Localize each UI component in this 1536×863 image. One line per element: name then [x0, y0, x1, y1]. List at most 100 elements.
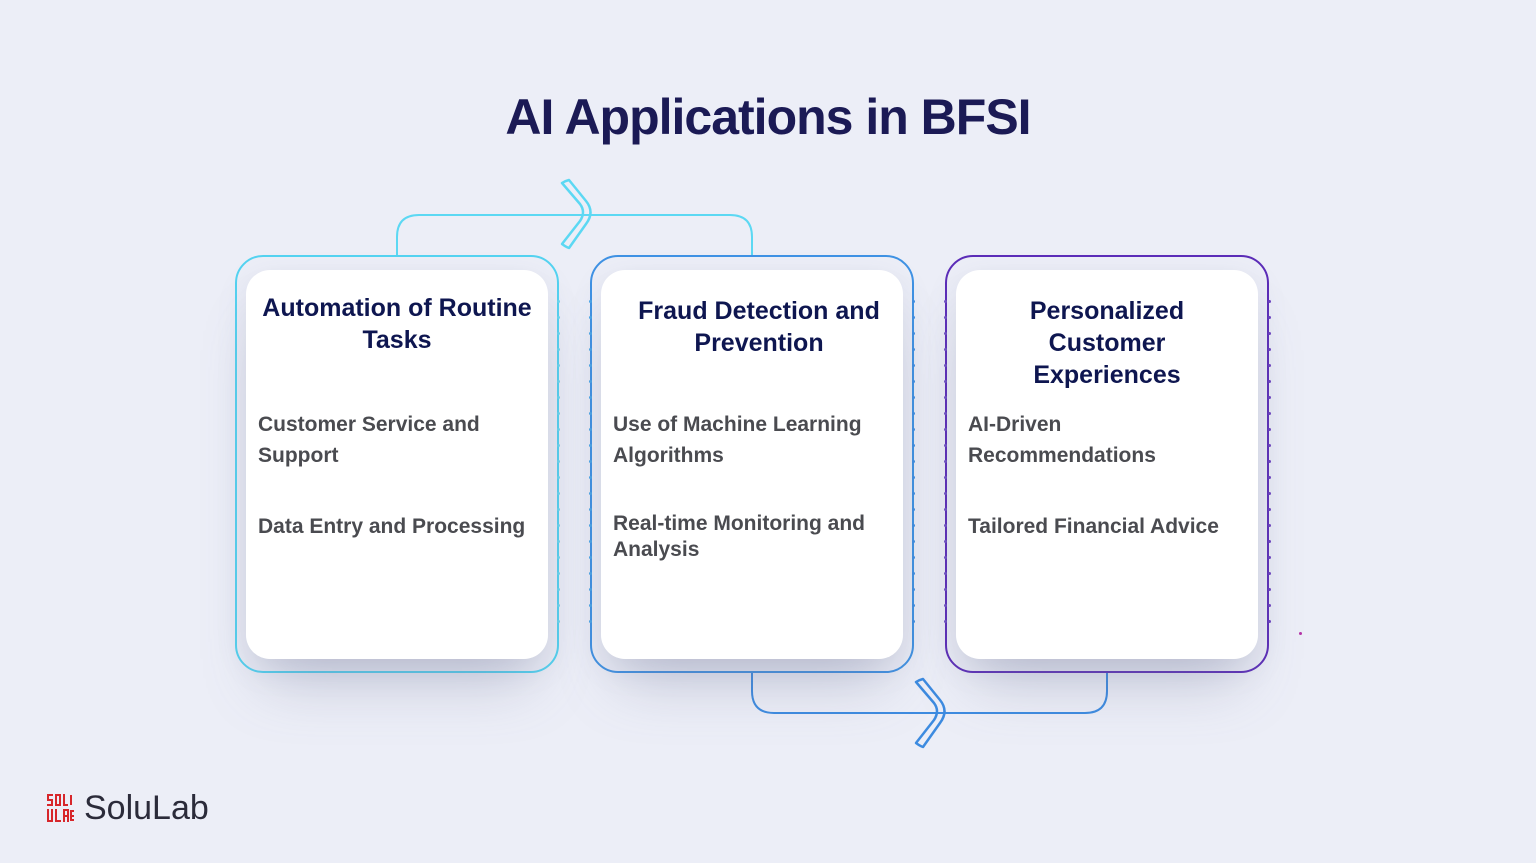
divider-dot — [557, 444, 560, 447]
divider-dot — [944, 524, 947, 527]
divider-dot — [589, 332, 592, 335]
divider-dot — [912, 316, 915, 319]
divider-dot — [557, 476, 560, 479]
divider-dot — [589, 524, 592, 527]
right-chevron-icon — [560, 178, 592, 250]
card-title: Personalized Customer Experiences — [1029, 297, 1185, 389]
card-item: Customer Service and Support — [258, 413, 480, 467]
divider-dot — [944, 348, 947, 351]
divider-dot — [944, 428, 947, 431]
divider-dot — [557, 380, 560, 383]
divider-dot — [557, 396, 560, 399]
divider-dot — [589, 620, 592, 623]
divider-dot — [589, 604, 592, 607]
divider-dot — [944, 476, 947, 479]
divider-dot — [589, 364, 592, 367]
divider-dot — [557, 316, 560, 319]
divider-dot — [912, 300, 915, 303]
divider-dot — [557, 556, 560, 559]
divider-dot — [557, 588, 560, 591]
divider-dot — [1268, 300, 1271, 303]
divider-dot — [589, 348, 592, 351]
dotted-divider — [912, 300, 916, 630]
divider-dot — [589, 508, 592, 511]
divider-dot — [557, 492, 560, 495]
divider-dot — [912, 364, 915, 367]
dotted-divider — [557, 300, 561, 630]
divider-dot — [589, 540, 592, 543]
card-item: Use of Machine Learning Algorithms — [613, 413, 862, 467]
divider-dot — [557, 460, 560, 463]
divider-dot — [1268, 348, 1271, 351]
divider-dot — [944, 604, 947, 607]
divider-dot — [1268, 556, 1271, 559]
bottom-connector-line — [751, 673, 1108, 714]
top-connector-line — [396, 214, 753, 255]
divider-dot — [557, 524, 560, 527]
divider-dot — [589, 396, 592, 399]
divider-dot — [944, 508, 947, 511]
card-item: Data Entry and Processing — [258, 515, 526, 538]
divider-dot — [589, 380, 592, 383]
divider-dot — [944, 492, 947, 495]
divider-dot — [912, 476, 915, 479]
card-title: Automation of Routine Tasks — [262, 294, 532, 354]
divider-dot — [912, 412, 915, 415]
divider-dot — [557, 620, 560, 623]
divider-dot — [589, 556, 592, 559]
divider-dot — [557, 300, 560, 303]
divider-dot — [557, 604, 560, 607]
divider-dot — [557, 348, 560, 351]
divider-dot — [944, 556, 947, 559]
divider-dot — [557, 332, 560, 335]
divider-dot — [1268, 540, 1271, 543]
divider-dot — [557, 540, 560, 543]
divider-dot — [589, 460, 592, 463]
divider-dot — [912, 556, 915, 559]
dotted-divider — [1268, 300, 1272, 630]
solulab-logo-icon — [47, 794, 74, 822]
divider-dot — [1268, 364, 1271, 367]
divider-dot — [1268, 524, 1271, 527]
divider-dot — [589, 412, 592, 415]
card-item: AI-Driven Recommendations — [968, 413, 1156, 467]
divider-dot — [912, 428, 915, 431]
divider-dot — [1268, 380, 1271, 383]
divider-dot — [557, 572, 560, 575]
divider-dot — [1268, 412, 1271, 415]
divider-dot — [944, 380, 947, 383]
divider-dot — [1268, 460, 1271, 463]
divider-dot — [912, 332, 915, 335]
dotted-divider — [944, 300, 948, 630]
divider-dot — [912, 348, 915, 351]
divider-dot — [944, 588, 947, 591]
divider-dot — [1268, 332, 1271, 335]
divider-dot — [1268, 444, 1271, 447]
divider-dot — [1268, 508, 1271, 511]
divider-dot — [557, 364, 560, 367]
divider-dot — [912, 540, 915, 543]
divider-dot — [557, 508, 560, 511]
divider-dot — [944, 412, 947, 415]
divider-dot — [1268, 428, 1271, 431]
divider-dot — [944, 396, 947, 399]
card-frame-automation — [235, 255, 559, 673]
card-frame-fraud — [590, 255, 914, 673]
divider-dot — [912, 620, 915, 623]
divider-dot — [1268, 316, 1271, 319]
card-frame-personalized — [945, 255, 1269, 673]
decorative-dot — [1299, 632, 1302, 635]
divider-dot — [589, 588, 592, 591]
divider-dot — [912, 572, 915, 575]
divider-dot — [1268, 620, 1271, 623]
card-personalized: Personalized Customer Experiences AI-Dri… — [956, 270, 1258, 659]
divider-dot — [912, 396, 915, 399]
page-title: AI Applications in BFSI — [505, 89, 1031, 145]
dotted-divider — [589, 300, 593, 630]
divider-dot — [589, 492, 592, 495]
divider-dot — [1268, 476, 1271, 479]
divider-dot — [912, 444, 915, 447]
divider-dot — [944, 300, 947, 303]
divider-dot — [912, 604, 915, 607]
